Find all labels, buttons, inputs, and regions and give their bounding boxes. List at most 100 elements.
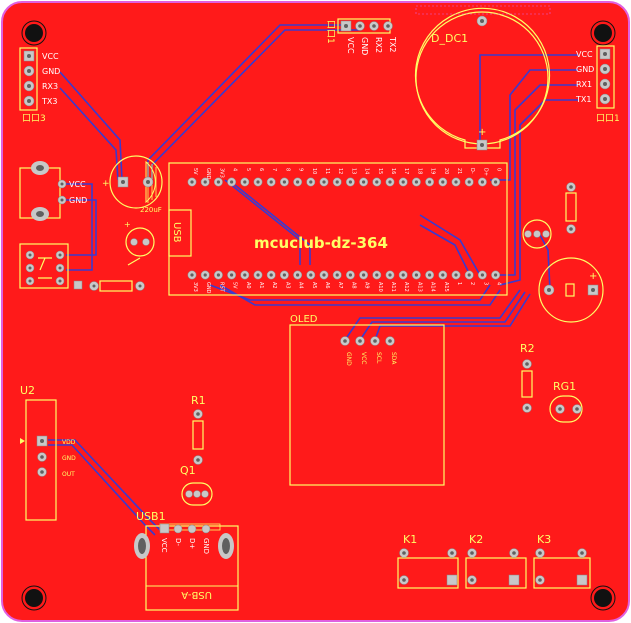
mcu-pin-hole bbox=[335, 180, 339, 184]
usb1-designator: USB1 bbox=[136, 510, 166, 523]
mcu-pin-label: 19 bbox=[430, 168, 436, 174]
q1-designator: Q1 bbox=[180, 464, 196, 477]
board-title: mcuclub-dz-364 bbox=[254, 234, 388, 252]
mcu-pin-hole bbox=[230, 273, 234, 277]
mcu-pin-label: A4 bbox=[298, 282, 304, 289]
mcu-pin-label: 18 bbox=[416, 168, 422, 174]
resistor-r1: R1 bbox=[191, 394, 206, 465]
left-power-vcc: VCC bbox=[69, 180, 86, 189]
mcu-pin-label: 5V bbox=[232, 282, 238, 289]
battery-d-dc1: + D_DC1 bbox=[414, 5, 551, 151]
p3-pin-1: VCC bbox=[42, 52, 59, 61]
mcu-pin-hole bbox=[414, 180, 418, 184]
mcu-pin-label: RST bbox=[218, 282, 224, 293]
mcu-pin-label: A5 bbox=[311, 282, 317, 289]
right-header-pin-4: TX1 bbox=[575, 95, 591, 104]
oled-pin-4: SDA bbox=[390, 352, 397, 365]
mcu-pin-hole bbox=[401, 273, 405, 277]
mcu-usb-label: USB bbox=[171, 222, 182, 243]
r1-designator: R1 bbox=[191, 394, 206, 407]
k1-designator: K1 bbox=[403, 533, 417, 546]
mcu-pin-label: D- bbox=[469, 168, 475, 174]
oled-designator: OLED bbox=[290, 314, 318, 325]
capacitor-small: + bbox=[124, 220, 155, 266]
mcu-pin-hole bbox=[348, 180, 352, 184]
mcu-pin-label: 3V3 bbox=[218, 168, 224, 178]
mcu-pin-hole bbox=[269, 273, 273, 277]
right-header-pin-3: RX1 bbox=[576, 80, 592, 89]
k2-designator: K2 bbox=[469, 533, 483, 546]
mcu-pin-label: A14 bbox=[430, 282, 436, 292]
mcu-pin-label: GND bbox=[205, 168, 211, 180]
small-cap-plus: + bbox=[124, 220, 131, 229]
mcu-pin-hole bbox=[348, 273, 352, 277]
mcu-pin-hole bbox=[454, 180, 458, 184]
mcu-pin-hole bbox=[335, 273, 339, 277]
oled-pin-2: VCC bbox=[360, 352, 367, 364]
r2-designator: R2 bbox=[520, 342, 535, 355]
mcu-pin-hole bbox=[441, 273, 445, 277]
p3-designator: 口口3 bbox=[22, 114, 46, 124]
usb1-pin-2: D- bbox=[174, 538, 182, 546]
mcu-pin-label: 17 bbox=[403, 168, 409, 174]
mcu-pin-hole bbox=[309, 273, 313, 277]
oled-pin-1: GND bbox=[345, 352, 352, 366]
buttons: K1 K2 K3 bbox=[397, 533, 591, 589]
mcu-pin-label: A2 bbox=[271, 282, 277, 289]
oled-pin-3: SCL bbox=[375, 352, 382, 364]
connector-left-power: VCC GND bbox=[19, 161, 87, 221]
mcu-pin-hole bbox=[282, 180, 286, 184]
mcu-pin-label: 3V3 bbox=[192, 282, 198, 292]
mcu-pin-label: 6 bbox=[258, 168, 264, 171]
right-header-pin-1: VCC bbox=[576, 50, 593, 59]
mcu-pin-label: A11 bbox=[390, 282, 396, 292]
mcu-pin-hole bbox=[309, 180, 313, 184]
mcu-pin-label: 5 bbox=[245, 168, 251, 171]
oled-module: OLED GND VCC SCL SDA bbox=[289, 314, 445, 486]
mcu-pin-hole bbox=[441, 180, 445, 184]
mcu-pin-label: A1 bbox=[258, 282, 264, 289]
mcu-pin-label: 16 bbox=[390, 168, 396, 174]
right-header-designator: 口口1 bbox=[596, 114, 620, 124]
mcu-pin-label: A13 bbox=[416, 282, 422, 292]
button-k2: K2 bbox=[465, 533, 527, 589]
mcu-pin-hole bbox=[494, 273, 498, 277]
battery-designator: D_DC1 bbox=[431, 32, 468, 45]
mcu-pin-label: 7 bbox=[271, 168, 277, 171]
buzzer-plus: + bbox=[589, 271, 597, 282]
mcu-pin-label: 9 bbox=[298, 168, 304, 171]
mcu-pin-hole bbox=[256, 180, 260, 184]
mcu-pin-hole bbox=[414, 273, 418, 277]
mcu-pin-label: 13 bbox=[350, 168, 356, 174]
top-header-designator: 口口1 bbox=[325, 20, 335, 44]
mcu-pin-hole bbox=[401, 180, 405, 184]
top-header-pin-4: TX2 bbox=[388, 36, 397, 52]
mcu-pin-hole bbox=[190, 180, 194, 184]
header-right: VCC GND RX1 TX1 口口1 bbox=[575, 45, 620, 124]
mcu-pin-hole bbox=[322, 180, 326, 184]
mcu-pin-hole bbox=[467, 180, 471, 184]
mcu-pin-label: D+ bbox=[482, 168, 488, 176]
p3-pin-2: GND bbox=[42, 67, 60, 76]
top-header-pin-1: VCC bbox=[346, 37, 355, 54]
mcu-pin-hole bbox=[203, 273, 207, 277]
mcu-pin-hole bbox=[375, 180, 379, 184]
mcu-pin-hole bbox=[230, 180, 234, 184]
resistor-r2: R2 bbox=[520, 342, 535, 413]
mcu-pin-hole bbox=[467, 273, 471, 277]
mcu-pin-hole bbox=[375, 273, 379, 277]
mcu-pin-hole bbox=[282, 273, 286, 277]
battery-plus: + bbox=[478, 127, 486, 138]
mounting-holes bbox=[21, 20, 616, 611]
mcu-pin-hole bbox=[243, 180, 247, 184]
mcu-pin-hole bbox=[454, 273, 458, 277]
mcu-pin-label: 21 bbox=[456, 168, 462, 174]
button-k1: K1 bbox=[397, 533, 459, 589]
mcu-pin-hole bbox=[256, 273, 260, 277]
mcu-pin-hole bbox=[190, 273, 194, 277]
rg1-designator: RG1 bbox=[553, 380, 576, 393]
header-p3: VCC GND RX3 TX3 口口3 bbox=[19, 47, 60, 124]
button-k3: K3 bbox=[533, 533, 591, 589]
